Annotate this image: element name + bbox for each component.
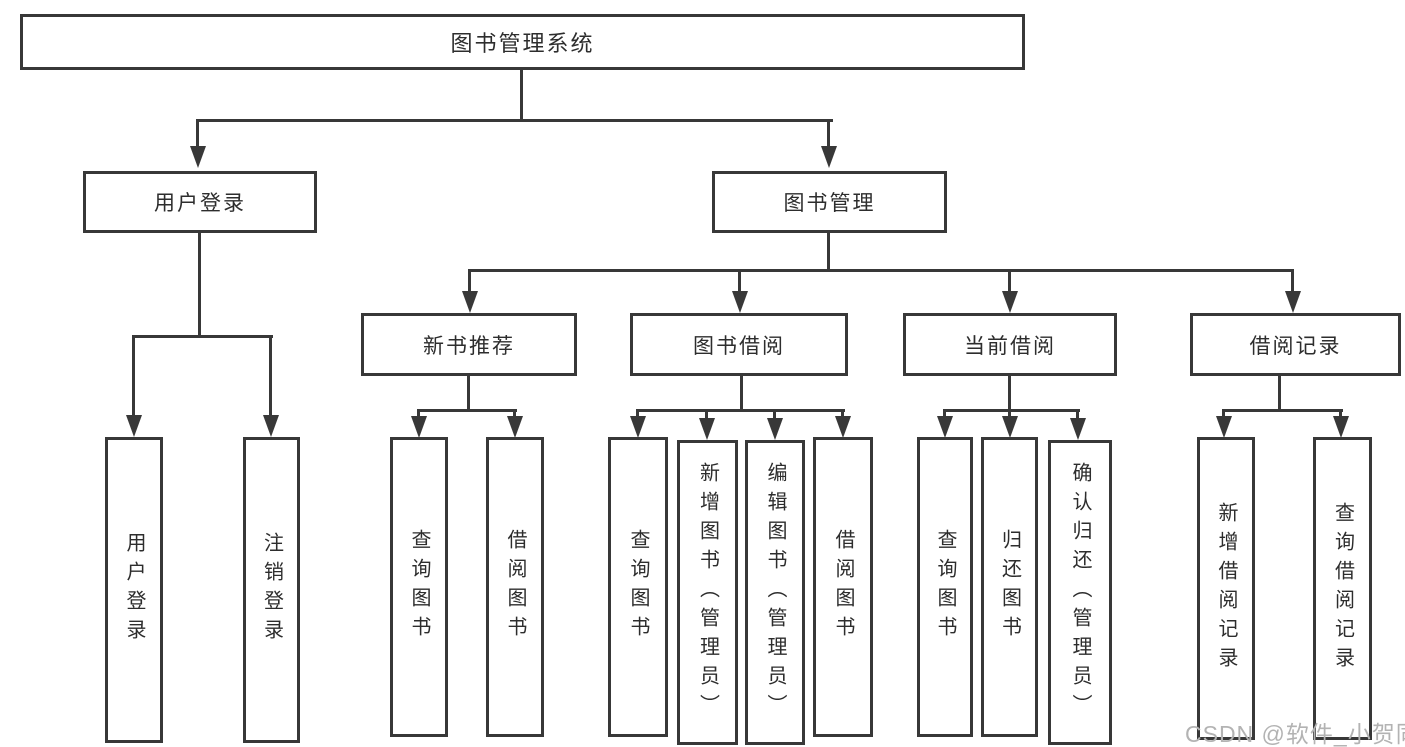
arrow-down-icon bbox=[937, 416, 953, 438]
arrow-down-icon bbox=[507, 416, 523, 438]
connector-new-book-recommend-rail bbox=[417, 409, 517, 412]
leaf-confirm-return-admin: 确认归还（管理员） bbox=[1048, 440, 1112, 745]
connector-drop bbox=[943, 409, 946, 416]
connector-drop-book-management bbox=[827, 119, 830, 146]
leaf-add-borrow-record: 新增借阅记录 bbox=[1197, 437, 1255, 740]
arrow-down-icon bbox=[1333, 416, 1349, 438]
arrow-down-icon bbox=[190, 146, 206, 168]
arrow-down-icon bbox=[1285, 291, 1301, 313]
leaf-query-borrow-record: 查询借阅记录 bbox=[1313, 437, 1372, 740]
arrow-down-icon bbox=[699, 418, 715, 440]
node-book-management: 图书管理 bbox=[712, 171, 947, 233]
node-current-borrow: 当前借阅 bbox=[903, 313, 1117, 376]
connector-drop bbox=[513, 409, 516, 416]
node-root: 图书管理系统 bbox=[20, 14, 1025, 70]
leaf-logout-login: 注销登录 bbox=[243, 437, 300, 743]
arrow-down-icon bbox=[835, 416, 851, 438]
connector-drop bbox=[1008, 409, 1011, 416]
arrow-down-icon bbox=[630, 416, 646, 438]
arrow-down-icon bbox=[732, 291, 748, 313]
connector-user-login-stem bbox=[198, 233, 201, 338]
connector-drop bbox=[636, 409, 639, 416]
arrow-down-icon bbox=[821, 146, 837, 168]
connector-drop bbox=[1222, 409, 1225, 416]
connector-current-borrow-rail bbox=[943, 409, 1080, 412]
connector-book-borrow-stem bbox=[740, 376, 743, 412]
leaf-borrow-book: 借阅图书 bbox=[813, 437, 873, 737]
connector-book-borrow-rail bbox=[636, 409, 845, 412]
connector-drop bbox=[417, 409, 420, 416]
connector-drop-current-borrow bbox=[1008, 269, 1011, 291]
connector-root-rail bbox=[196, 119, 833, 122]
arrow-down-icon bbox=[1002, 416, 1018, 438]
connector-user-login-rail bbox=[132, 335, 273, 338]
connector-borrow-record-stem bbox=[1278, 376, 1281, 412]
connector-drop-book-borrow bbox=[738, 269, 741, 291]
leaf-return-book: 归还图书 bbox=[981, 437, 1038, 737]
connector-drop bbox=[1076, 409, 1079, 418]
connector-drop-borrow-record bbox=[1291, 269, 1294, 291]
leaf-query-book: 查询图书 bbox=[390, 437, 448, 737]
connector-book-management-rail bbox=[468, 269, 1294, 272]
connector-drop bbox=[841, 409, 844, 416]
connector-drop bbox=[773, 409, 776, 418]
arrow-down-icon bbox=[126, 415, 142, 437]
arrow-down-icon bbox=[1070, 418, 1086, 440]
leaf-borrow-book: 借阅图书 bbox=[486, 437, 544, 737]
leaf-edit-book-admin: 编辑图书（管理员） bbox=[745, 440, 805, 745]
leaf-user-login: 用户登录 bbox=[105, 437, 163, 743]
node-book-borrow: 图书借阅 bbox=[630, 313, 848, 376]
connector-drop bbox=[705, 409, 708, 418]
arrow-down-icon bbox=[462, 291, 478, 313]
arrow-down-icon bbox=[1216, 416, 1232, 438]
csdn-watermark: CSDN @软件_小贺同学 bbox=[1185, 721, 1405, 747]
leaf-add-book-admin: 新增图书（管理员） bbox=[677, 440, 738, 745]
connector-borrow-record-rail bbox=[1222, 409, 1343, 412]
connector-book-management-stem bbox=[827, 233, 830, 272]
connector-drop-leaf-logout bbox=[269, 335, 272, 415]
connector-drop-leaf-user-login bbox=[132, 335, 135, 415]
leaf-query-book: 查询图书 bbox=[917, 437, 973, 737]
connector-drop-new-book-recommend bbox=[468, 269, 471, 291]
connector-new-book-recommend-stem bbox=[467, 376, 470, 412]
connector-drop-user-login bbox=[196, 119, 199, 146]
arrow-down-icon bbox=[1002, 291, 1018, 313]
node-borrow-record: 借阅记录 bbox=[1190, 313, 1401, 376]
connector-current-borrow-stem bbox=[1008, 376, 1011, 412]
node-new-book-recommend: 新书推荐 bbox=[361, 313, 577, 376]
arrow-down-icon bbox=[263, 415, 279, 437]
leaf-query-book: 查询图书 bbox=[608, 437, 668, 737]
arrow-down-icon bbox=[767, 418, 783, 440]
connector-root-stem bbox=[520, 70, 523, 122]
connector-drop bbox=[1339, 409, 1342, 416]
node-user-login: 用户登录 bbox=[83, 171, 317, 233]
arrow-down-icon bbox=[411, 416, 427, 438]
